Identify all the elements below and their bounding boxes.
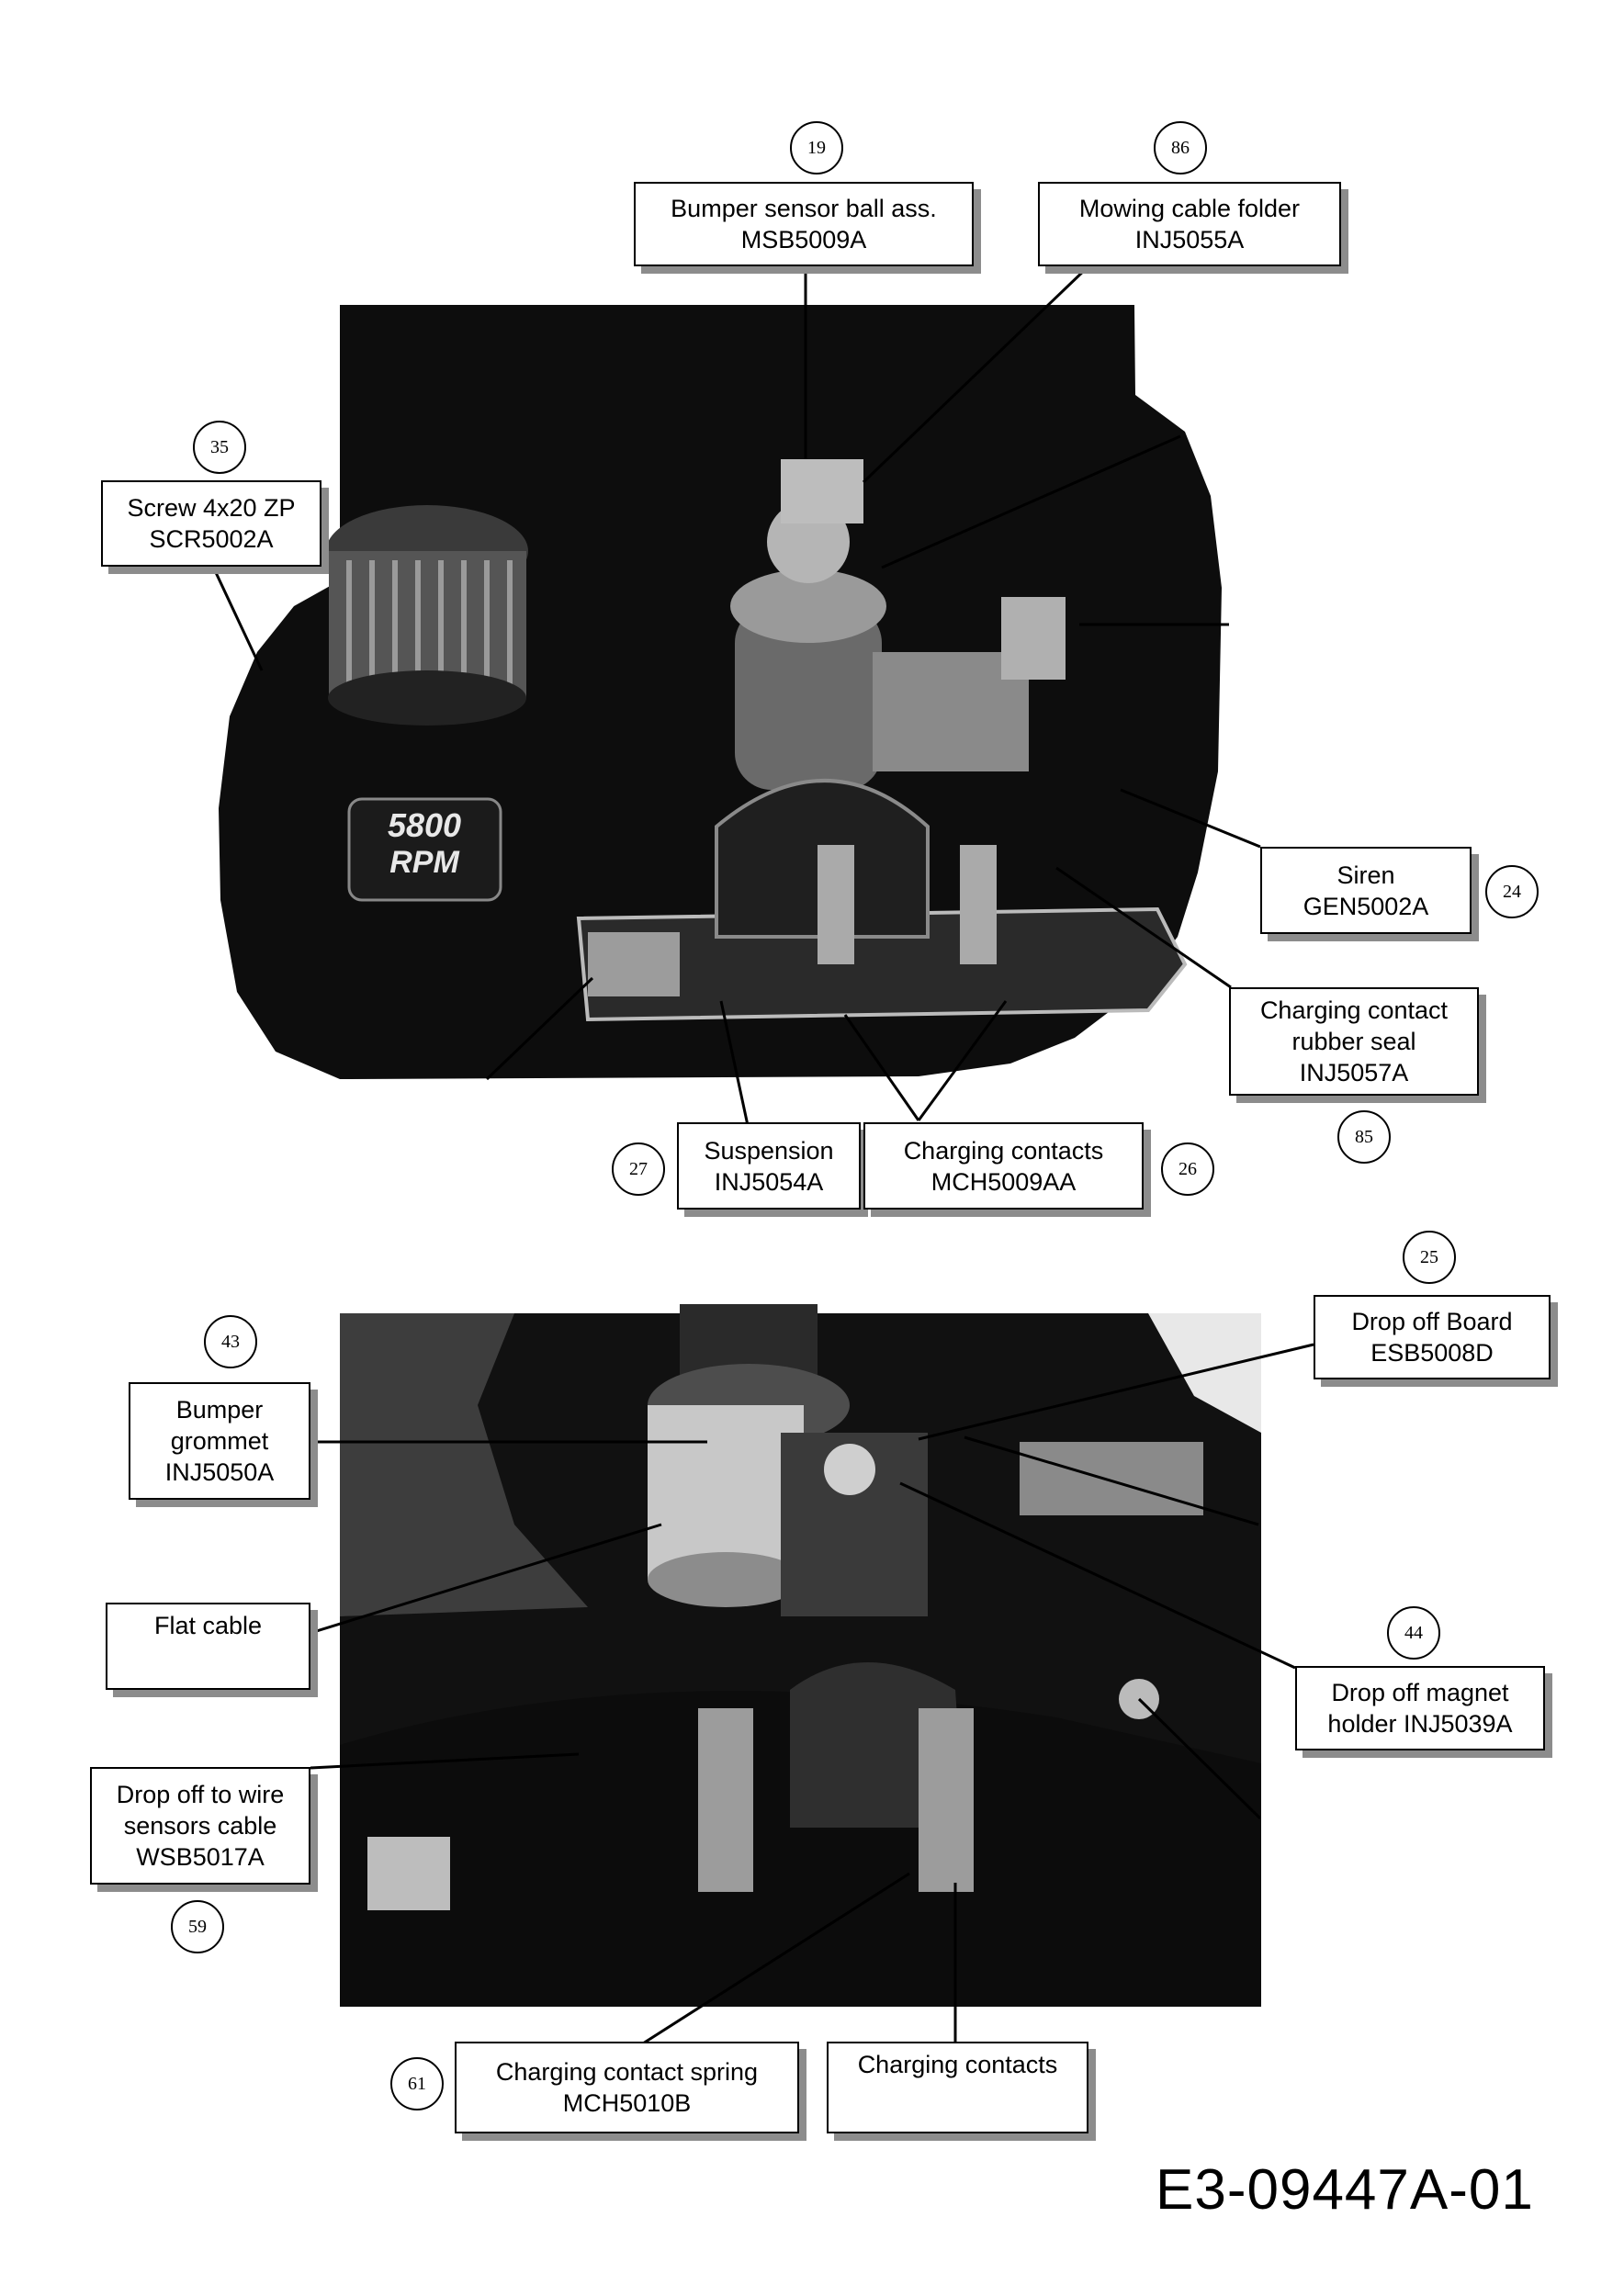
part-label-61: Charging contact spring MCH5010B [455,2042,799,2133]
part-label-25: Drop off Board ESB5008D [1314,1295,1551,1379]
callout-59: 59 [171,1900,224,1953]
callout-85: 85 [1337,1110,1391,1164]
part-label-27: Suspension INJ5054A [677,1122,861,1210]
part-label-43: Bumper grommet INJ5050A [129,1382,310,1500]
part-label-26: Charging contacts MCH5009AA [863,1122,1144,1210]
callout-35: 35 [193,421,246,474]
callout-43: 43 [204,1315,257,1368]
callout-19: 19 [790,121,843,174]
part-label-59: Drop off to wire sensors cable WSB5017A [90,1767,310,1885]
rpm-badge-line2: RPM [389,845,459,880]
part-label-86: Mowing cable folder INJ5055A [1038,182,1341,266]
part-label-flat-cable: Flat cable [106,1603,310,1690]
callout-24: 24 [1485,865,1539,918]
part-label-charging-contacts: Charging contacts [827,2042,1088,2133]
part-label-85: Charging contact rubber seal INJ5057A [1229,987,1479,1096]
callout-27: 27 [612,1142,665,1196]
callout-86: 86 [1154,121,1207,174]
callout-61: 61 [390,2057,444,2110]
rpm-badge-line1: 5800 [387,806,462,844]
callout-26: 26 [1161,1142,1214,1196]
document-code: E3-09447A-01 [1156,2158,1534,2222]
part-label-35: Screw 4x20 ZP SCR5002A [101,480,321,567]
rpm-badge [347,797,502,902]
sensor-column-bottom [648,1405,804,1580]
part-label-44: Drop off magnet holder INJ5039A [1295,1666,1545,1750]
part-label-19: Bumper sensor ball ass. MSB5009A [634,182,974,266]
callout-44: 44 [1387,1606,1440,1660]
sensor-column [735,606,882,790]
part-label-24: Siren GEN5002A [1260,847,1472,934]
callout-25: 25 [1403,1231,1456,1284]
